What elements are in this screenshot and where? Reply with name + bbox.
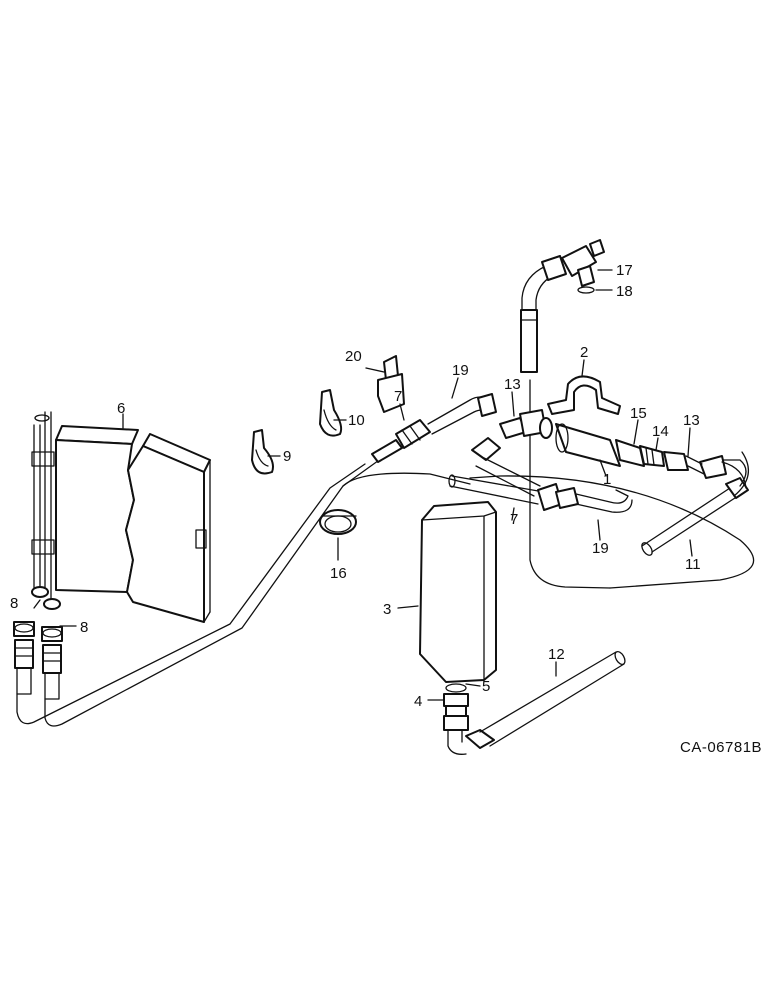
callout-11: 11	[685, 556, 701, 573]
callout-8-left: 8	[10, 595, 18, 612]
leader-lines	[33, 269, 693, 701]
clamps	[251, 355, 405, 535]
callout-6: 6	[117, 400, 125, 417]
callout-20: 20	[345, 348, 362, 365]
callout-9: 9	[283, 448, 291, 465]
filter-housing-part-3	[419, 501, 497, 755]
drawing-code: CA-06781B	[680, 739, 762, 756]
center-hose-assembly	[371, 375, 747, 513]
callout-18: 18	[616, 283, 633, 300]
callout-labels: 6 20 10 9 7 19 13 2 15 14 13 1 7 19 11 1…	[10, 262, 701, 710]
cooler-core-part-6	[13, 411, 211, 700]
callout-19-upper: 19	[452, 362, 469, 379]
callout-10: 10	[348, 412, 365, 429]
callout-13-right: 13	[683, 412, 700, 429]
callout-15: 15	[630, 405, 647, 422]
callout-14: 14	[652, 423, 669, 440]
callout-1: 1	[603, 471, 611, 488]
long-hose-lines	[16, 379, 755, 727]
callout-7-upper: 7	[394, 388, 402, 405]
callout-8-right: 8	[80, 619, 88, 636]
upper-pipe-17-18	[520, 239, 605, 373]
callout-7-lower: 7	[510, 511, 518, 528]
callout-5: 5	[482, 678, 490, 695]
tube-part-11	[641, 451, 750, 556]
callout-3: 3	[383, 601, 391, 618]
callout-2: 2	[580, 344, 588, 361]
callout-19-lower: 19	[592, 540, 609, 557]
callout-17: 17	[616, 262, 633, 279]
tube-part-12	[465, 650, 626, 749]
callout-12: 12	[548, 646, 565, 663]
callout-4: 4	[414, 693, 422, 710]
callout-13-left: 13	[504, 376, 521, 393]
callout-16: 16	[330, 565, 347, 582]
